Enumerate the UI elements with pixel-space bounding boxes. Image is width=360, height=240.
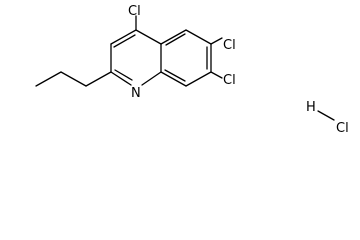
quinoline-hydrochloride-structure: Cl Cl Cl N H Cl: [35, 4, 349, 136]
bond-c4-c3-inner: [113, 34, 136, 48]
bond-c2-propyl-1: [85, 71, 112, 87]
bond-c4-c3: [110, 29, 137, 45]
bond-c8-c8a-inner: [164, 69, 186, 82]
bond-propyl-1-2: [60, 71, 87, 87]
bond-c8-c8a: [160, 71, 187, 87]
bond-propyl-2-3: [35, 71, 62, 87]
bond-c6-cl: [210, 37, 223, 45]
bond-h-cl: [317, 110, 335, 121]
atom-label-n-1: N: [131, 86, 141, 101]
atom-label-salt-h: H: [306, 100, 316, 115]
bond-c2-n1-inner: [114, 69, 133, 81]
bond-c4a-c5-inner: [165, 33, 186, 46]
atom-label-cl-7: Cl: [223, 73, 236, 88]
structure-canvas: Cl Cl Cl N H Cl: [35, 4, 349, 136]
bond-n1-c8a: [141, 71, 162, 86]
bond-c4a-c5: [160, 29, 187, 45]
atom-label-salt-cl: Cl: [336, 121, 349, 136]
bond-c4-c4a: [135, 29, 162, 45]
bond-c7-cl: [210, 71, 223, 79]
atom-label-cl-6: Cl: [223, 38, 236, 53]
bond-c2-n1: [110, 71, 132, 86]
bond-c7-c8: [185, 71, 212, 87]
atom-label-cl-4: Cl: [128, 4, 141, 19]
bond-c5-c6: [185, 29, 212, 45]
